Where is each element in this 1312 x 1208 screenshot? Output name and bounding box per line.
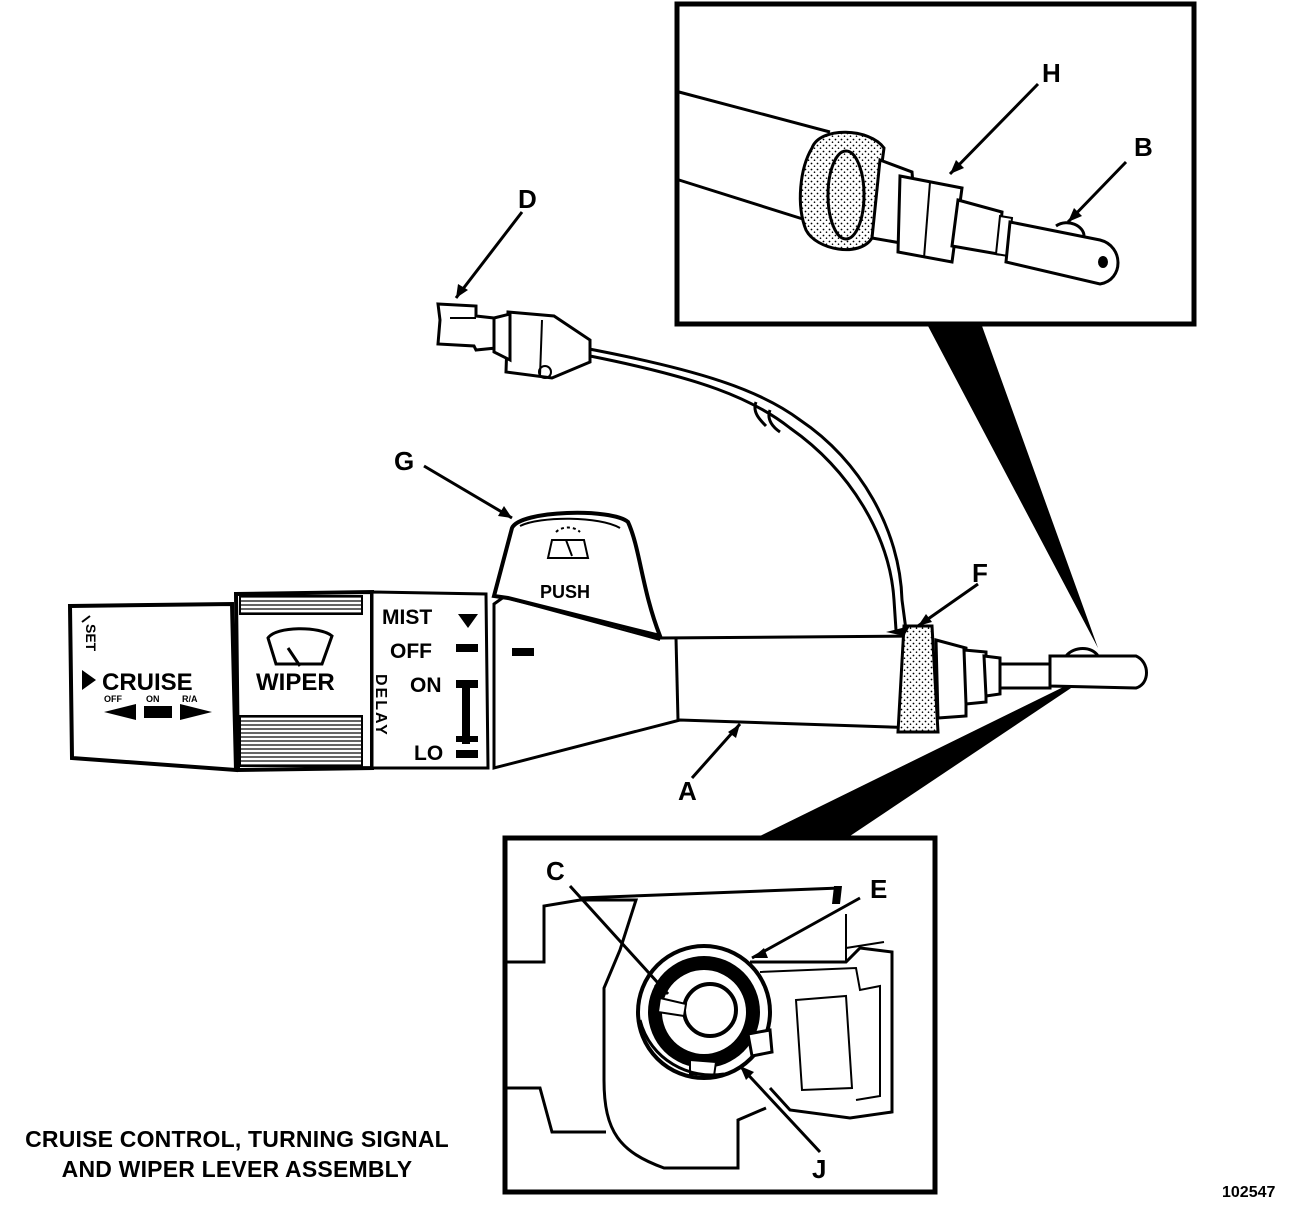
lever-mist-label: MIST bbox=[382, 606, 432, 629]
lever-off-label: OFF bbox=[390, 640, 432, 663]
lever-cruise-off-label: OFF bbox=[104, 694, 122, 704]
callout-a: A bbox=[678, 776, 697, 806]
lever-delay-label: DELAY bbox=[372, 674, 389, 737]
detail-inset-bottom bbox=[502, 835, 938, 1195]
lever-cruise-on-label: ON bbox=[146, 694, 160, 704]
lever-body bbox=[67, 510, 1148, 773]
lever-cruise-ra-label: R/A bbox=[182, 694, 198, 704]
callout-h: H bbox=[1042, 58, 1061, 88]
wiring-connector bbox=[436, 211, 908, 631]
lever-on-label: ON bbox=[410, 674, 442, 697]
callout-j: J bbox=[812, 1154, 826, 1184]
caption-line-2: AND WIPER LEVER ASSEMBLY bbox=[61, 1156, 413, 1182]
detail-inset-top bbox=[674, 1, 1197, 327]
lever-wiper-label: WIPER bbox=[256, 669, 335, 696]
lever-cruise-label: CRUISE bbox=[102, 669, 193, 696]
lever-lo-label: LO bbox=[414, 742, 443, 765]
main-leaders bbox=[423, 464, 979, 779]
callout-f: F bbox=[972, 558, 988, 588]
lever-push-label: PUSH bbox=[540, 582, 590, 602]
callout-g: G bbox=[394, 446, 414, 476]
detail-wedge-bottom bbox=[760, 670, 1098, 836]
callout-c: C bbox=[546, 856, 565, 886]
caption-line-1: CRUISE CONTROL, TURNING SIGNAL bbox=[25, 1126, 449, 1152]
callout-e: E bbox=[870, 874, 887, 904]
figure-number: 102547 bbox=[1222, 1184, 1276, 1201]
detail-wedge-top bbox=[928, 326, 1098, 648]
figure-caption: CRUISE CONTROL, TURNING SIGNAL AND WIPER… bbox=[0, 1124, 474, 1184]
callout-d: D bbox=[518, 184, 537, 214]
callout-b: B bbox=[1134, 132, 1153, 162]
lever-set-label: SET bbox=[83, 624, 99, 652]
